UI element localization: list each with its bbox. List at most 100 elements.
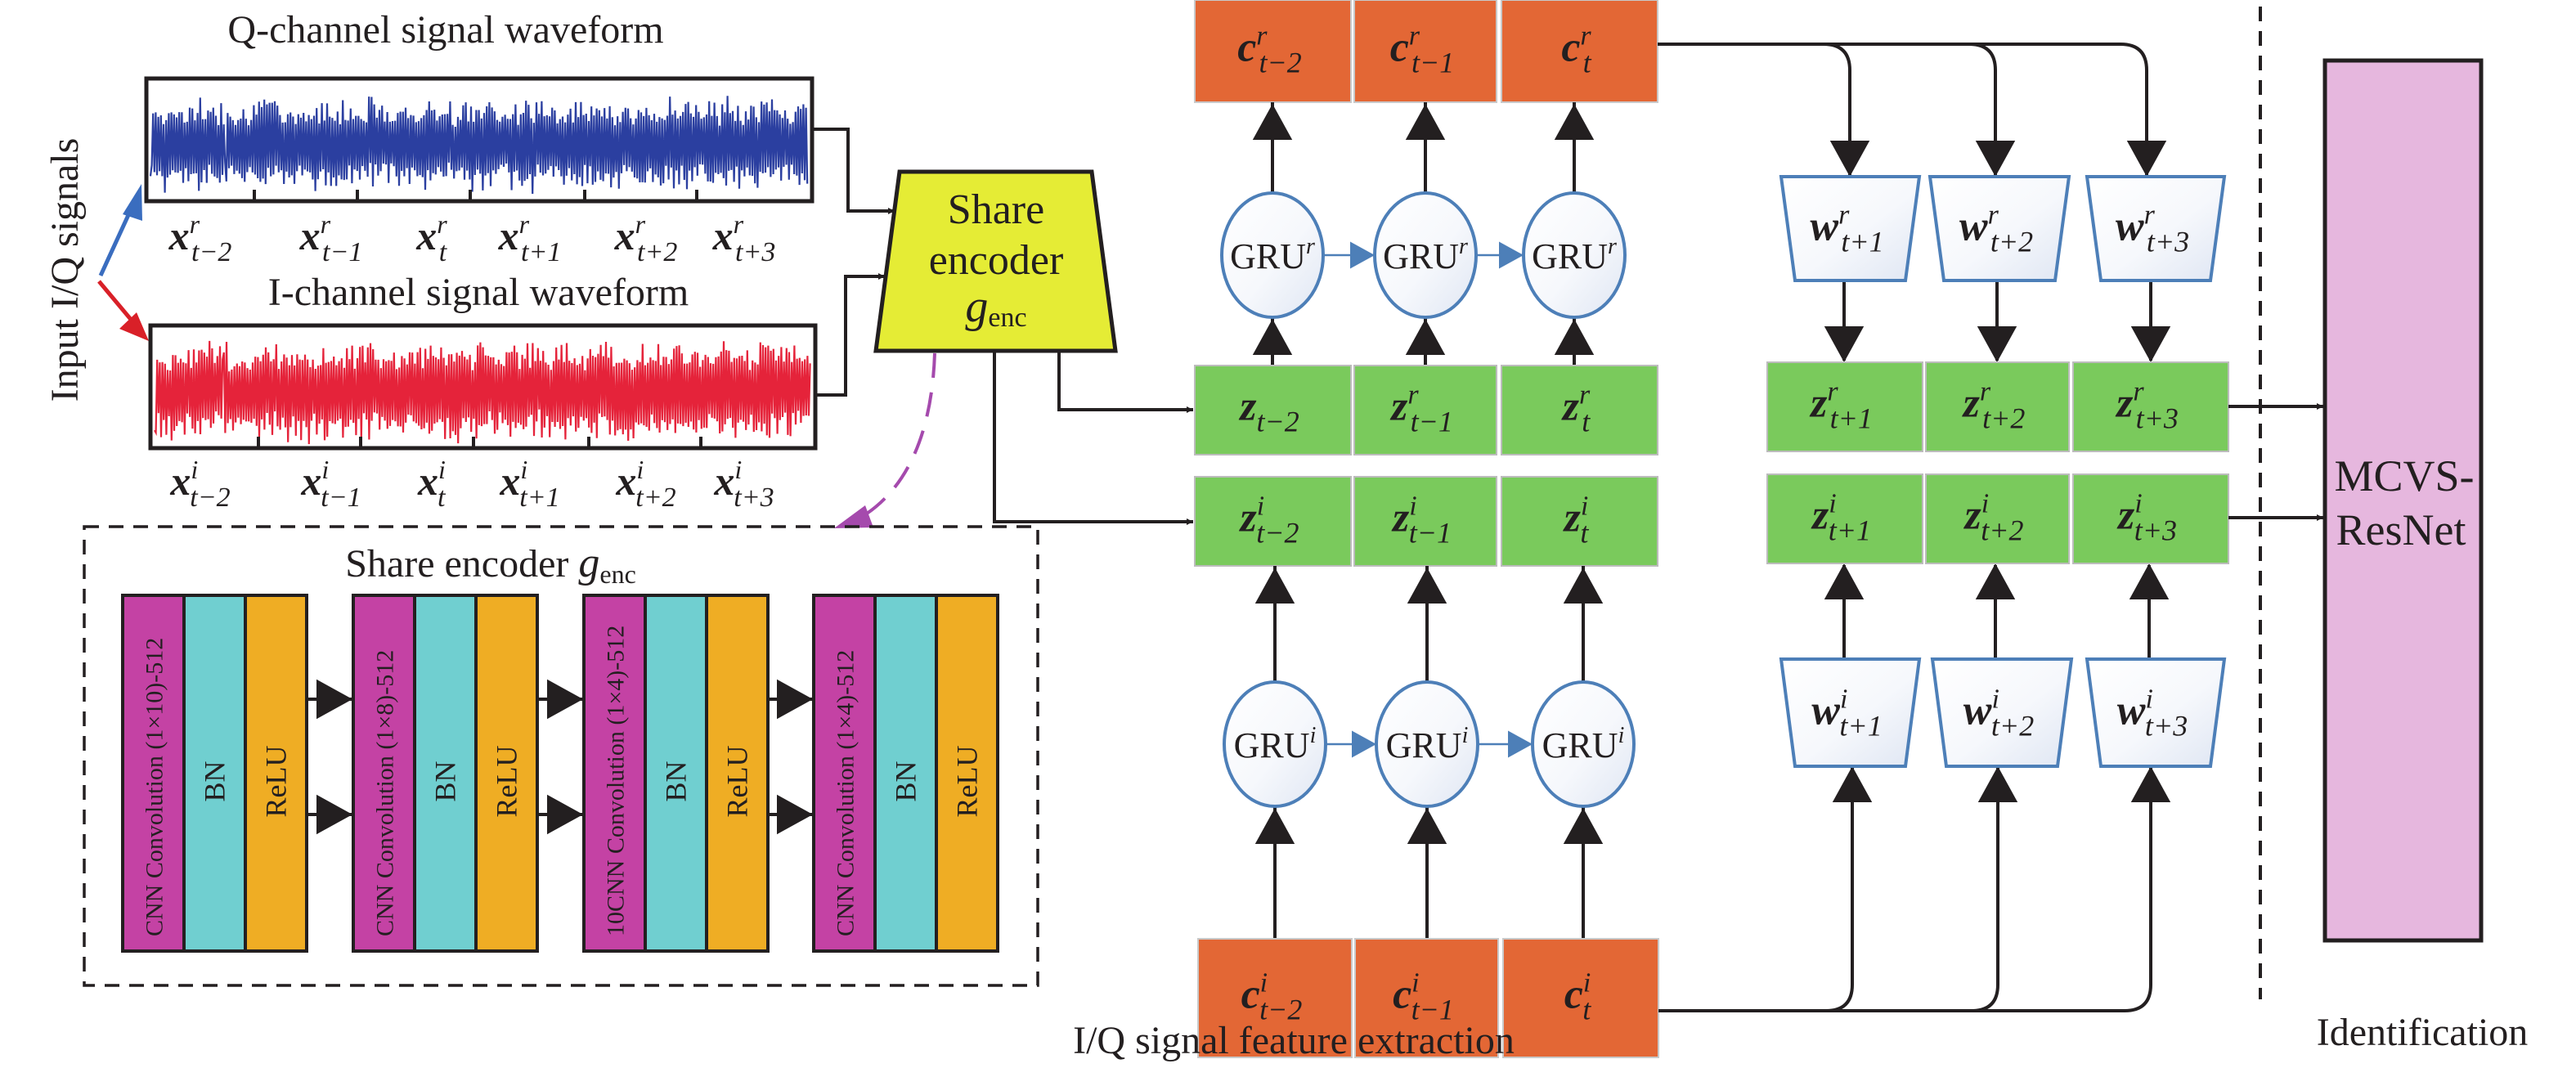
gru-output-arrowhead-icon <box>1554 104 1595 140</box>
prediction-matrix-shape <box>2085 175 2227 282</box>
gru-input-arrowhead-icon <box>1407 808 1447 844</box>
z-i-past-block-box <box>1501 476 1658 567</box>
z-r-past-block-box <box>1194 365 1352 455</box>
z-r-past-block-box <box>1353 365 1497 455</box>
context-i-rise-arrowhead-icon <box>1832 766 1873 802</box>
w-i-to-z-arrowhead-icon <box>1975 563 2016 599</box>
bn-layer-label: BN <box>199 761 231 801</box>
bn-layer-label: BN <box>429 761 462 801</box>
relu-layer-label: ReLU <box>951 746 984 818</box>
relu-layer-label: ReLU <box>721 746 754 818</box>
context-r-block-box <box>1194 0 1352 103</box>
q-waveform-ticks <box>253 190 698 201</box>
gru-cell[interactable]: GRUi <box>1531 566 1636 939</box>
gru-cell[interactable]: GRUr <box>1220 102 1325 366</box>
share-encoder-line2: encoder <box>929 237 1064 284</box>
relu-layer <box>935 594 999 953</box>
mcvs-resnet-line1: MCVS- <box>2334 451 2474 500</box>
relu-layer <box>705 594 770 953</box>
z-i-future-block-box <box>1925 473 2070 564</box>
conv-link-arrowhead-icon <box>777 679 813 720</box>
gru-label: GRUr <box>1383 234 1468 276</box>
z-r-past-block[interactable]: zt−2 <box>1194 365 1352 455</box>
feature-extraction-caption: I/Q signal feature extraction <box>1073 1019 1515 1062</box>
q-branch-arrowhead-icon <box>123 184 142 221</box>
z-i-future-block-box <box>2072 473 2229 564</box>
gru-cell[interactable]: GRUr <box>1373 102 1478 366</box>
w-i-to-z-arrowhead-icon <box>2129 563 2170 599</box>
gru-output-arrowhead-icon <box>1254 568 1295 604</box>
encoder-to-z-r-connector <box>1057 351 1193 413</box>
gru-cell[interactable]: GRUr <box>1522 102 1627 366</box>
i-to-encoder-connector <box>815 273 885 397</box>
encoder-detail-link <box>865 352 936 515</box>
relu-layer-label: ReLU <box>260 746 293 818</box>
i-branch-arrow <box>97 280 149 341</box>
context-i-rise-arrowhead-icon <box>1977 766 2018 802</box>
gru-recurrent-arrowhead-icon <box>1499 241 1524 269</box>
relu-layer <box>244 594 308 953</box>
context-r-drop <box>1823 43 1851 175</box>
encoder-detail-arrowhead-icon <box>834 505 873 528</box>
conv-layer-label: CNN Convolution (1×4)-512 <box>832 650 859 936</box>
context-i-block-box <box>1502 938 1659 1058</box>
z-r-future-block-box <box>2072 361 2229 452</box>
prediction-matrix-shape <box>1779 657 1922 768</box>
context-i-rise <box>2124 768 2152 1012</box>
gru-label: GRUi <box>1234 723 1317 765</box>
conv-link-arrowhead-icon <box>316 794 352 835</box>
bn-layer <box>413 594 478 953</box>
prediction-matrix-shape <box>1779 175 1922 282</box>
conv-layer <box>121 594 186 953</box>
gru-cell[interactable]: GRUi <box>1223 566 1327 939</box>
mcvs-resnet-classifier[interactable] <box>2322 58 2484 943</box>
identification-caption: Identification <box>2317 1011 2529 1054</box>
gru-cell[interactable]: GRUi <box>1375 566 1479 939</box>
share-encoder-block[interactable] <box>873 169 1118 353</box>
encoder-to-z-i-connector <box>993 351 1193 525</box>
math-label: zt−2 <box>1238 384 1299 438</box>
conv-link-arrowhead-icon <box>547 679 583 720</box>
